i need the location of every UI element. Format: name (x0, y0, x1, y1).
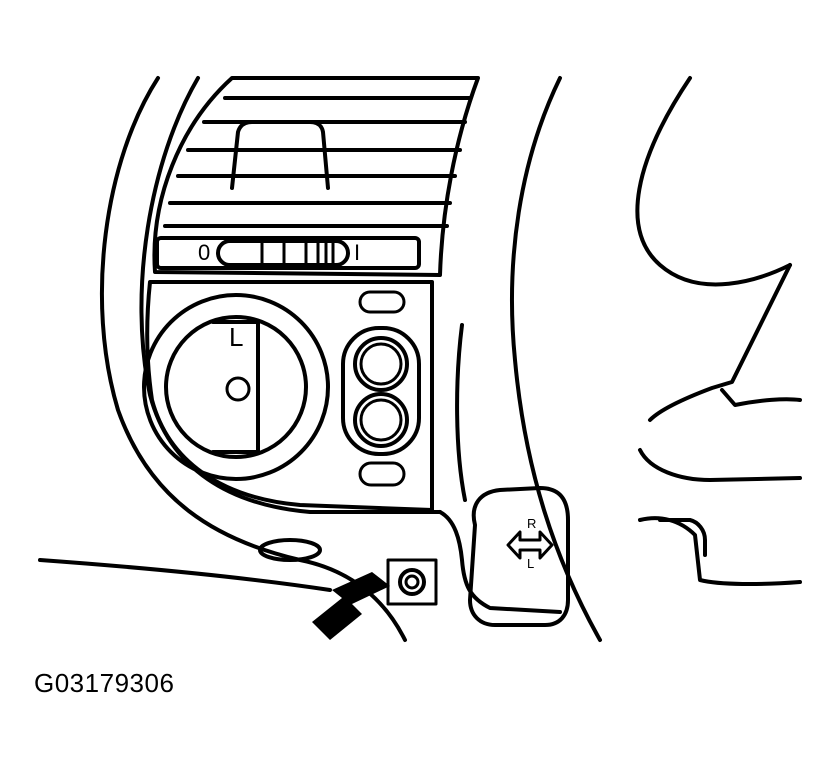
steering-wheel-rim-outer (510, 76, 602, 642)
steering-column-lower (658, 518, 707, 557)
steering-wheel-hub-edge (638, 448, 802, 482)
trim-oval-slot (258, 538, 322, 562)
vent-bezel (152, 76, 480, 277)
lower-trim-edge (38, 558, 332, 592)
upper-switch-button-ring (359, 342, 403, 386)
upper-switch-button[interactable] (353, 336, 409, 392)
fastener-screw-head (404, 574, 420, 590)
vent-max-mark: I (354, 240, 361, 265)
headlamp-knob-center (225, 376, 251, 402)
steering-wheel-rim-inner (635, 76, 792, 287)
side-trim-strip (455, 323, 467, 502)
headlamp-switch-knob[interactable] (164, 315, 308, 459)
figure-code: G03179306 (34, 668, 175, 698)
fastener-screw[interactable] (398, 568, 426, 596)
mirror-right-mark: R (527, 516, 537, 531)
vent-adjust-tab (230, 120, 330, 190)
vent-louvers (163, 96, 472, 228)
mirror-control-pod (468, 486, 570, 627)
switch-panel (145, 280, 434, 512)
dash-outer-edge (99, 76, 407, 642)
headlamp-switch-bezel[interactable] (142, 293, 330, 481)
steering-wheel-spoke (648, 263, 802, 422)
vent-thumbwheel-housing (155, 236, 421, 270)
vent-min-mark: 0 (198, 240, 211, 265)
indicator-bottom (358, 461, 406, 487)
mirror-left-mark: L (527, 556, 535, 571)
headlamp-knob-grip (211, 320, 260, 454)
mirror-control-glyph[interactable] (506, 530, 554, 560)
fastener-recess (386, 558, 438, 606)
lower-switch-button[interactable] (353, 392, 409, 448)
button-frame (341, 326, 421, 456)
pointer-arrow (312, 572, 390, 640)
vent-thumbwheel-ridges (260, 240, 335, 266)
headlamp-switch-mark: L (229, 322, 244, 352)
steering-column-shroud (638, 516, 802, 587)
indicator-top (358, 290, 406, 314)
side-trim-base (438, 510, 562, 614)
dash-inner-edge (139, 76, 442, 514)
lower-switch-button-ring (359, 398, 403, 442)
